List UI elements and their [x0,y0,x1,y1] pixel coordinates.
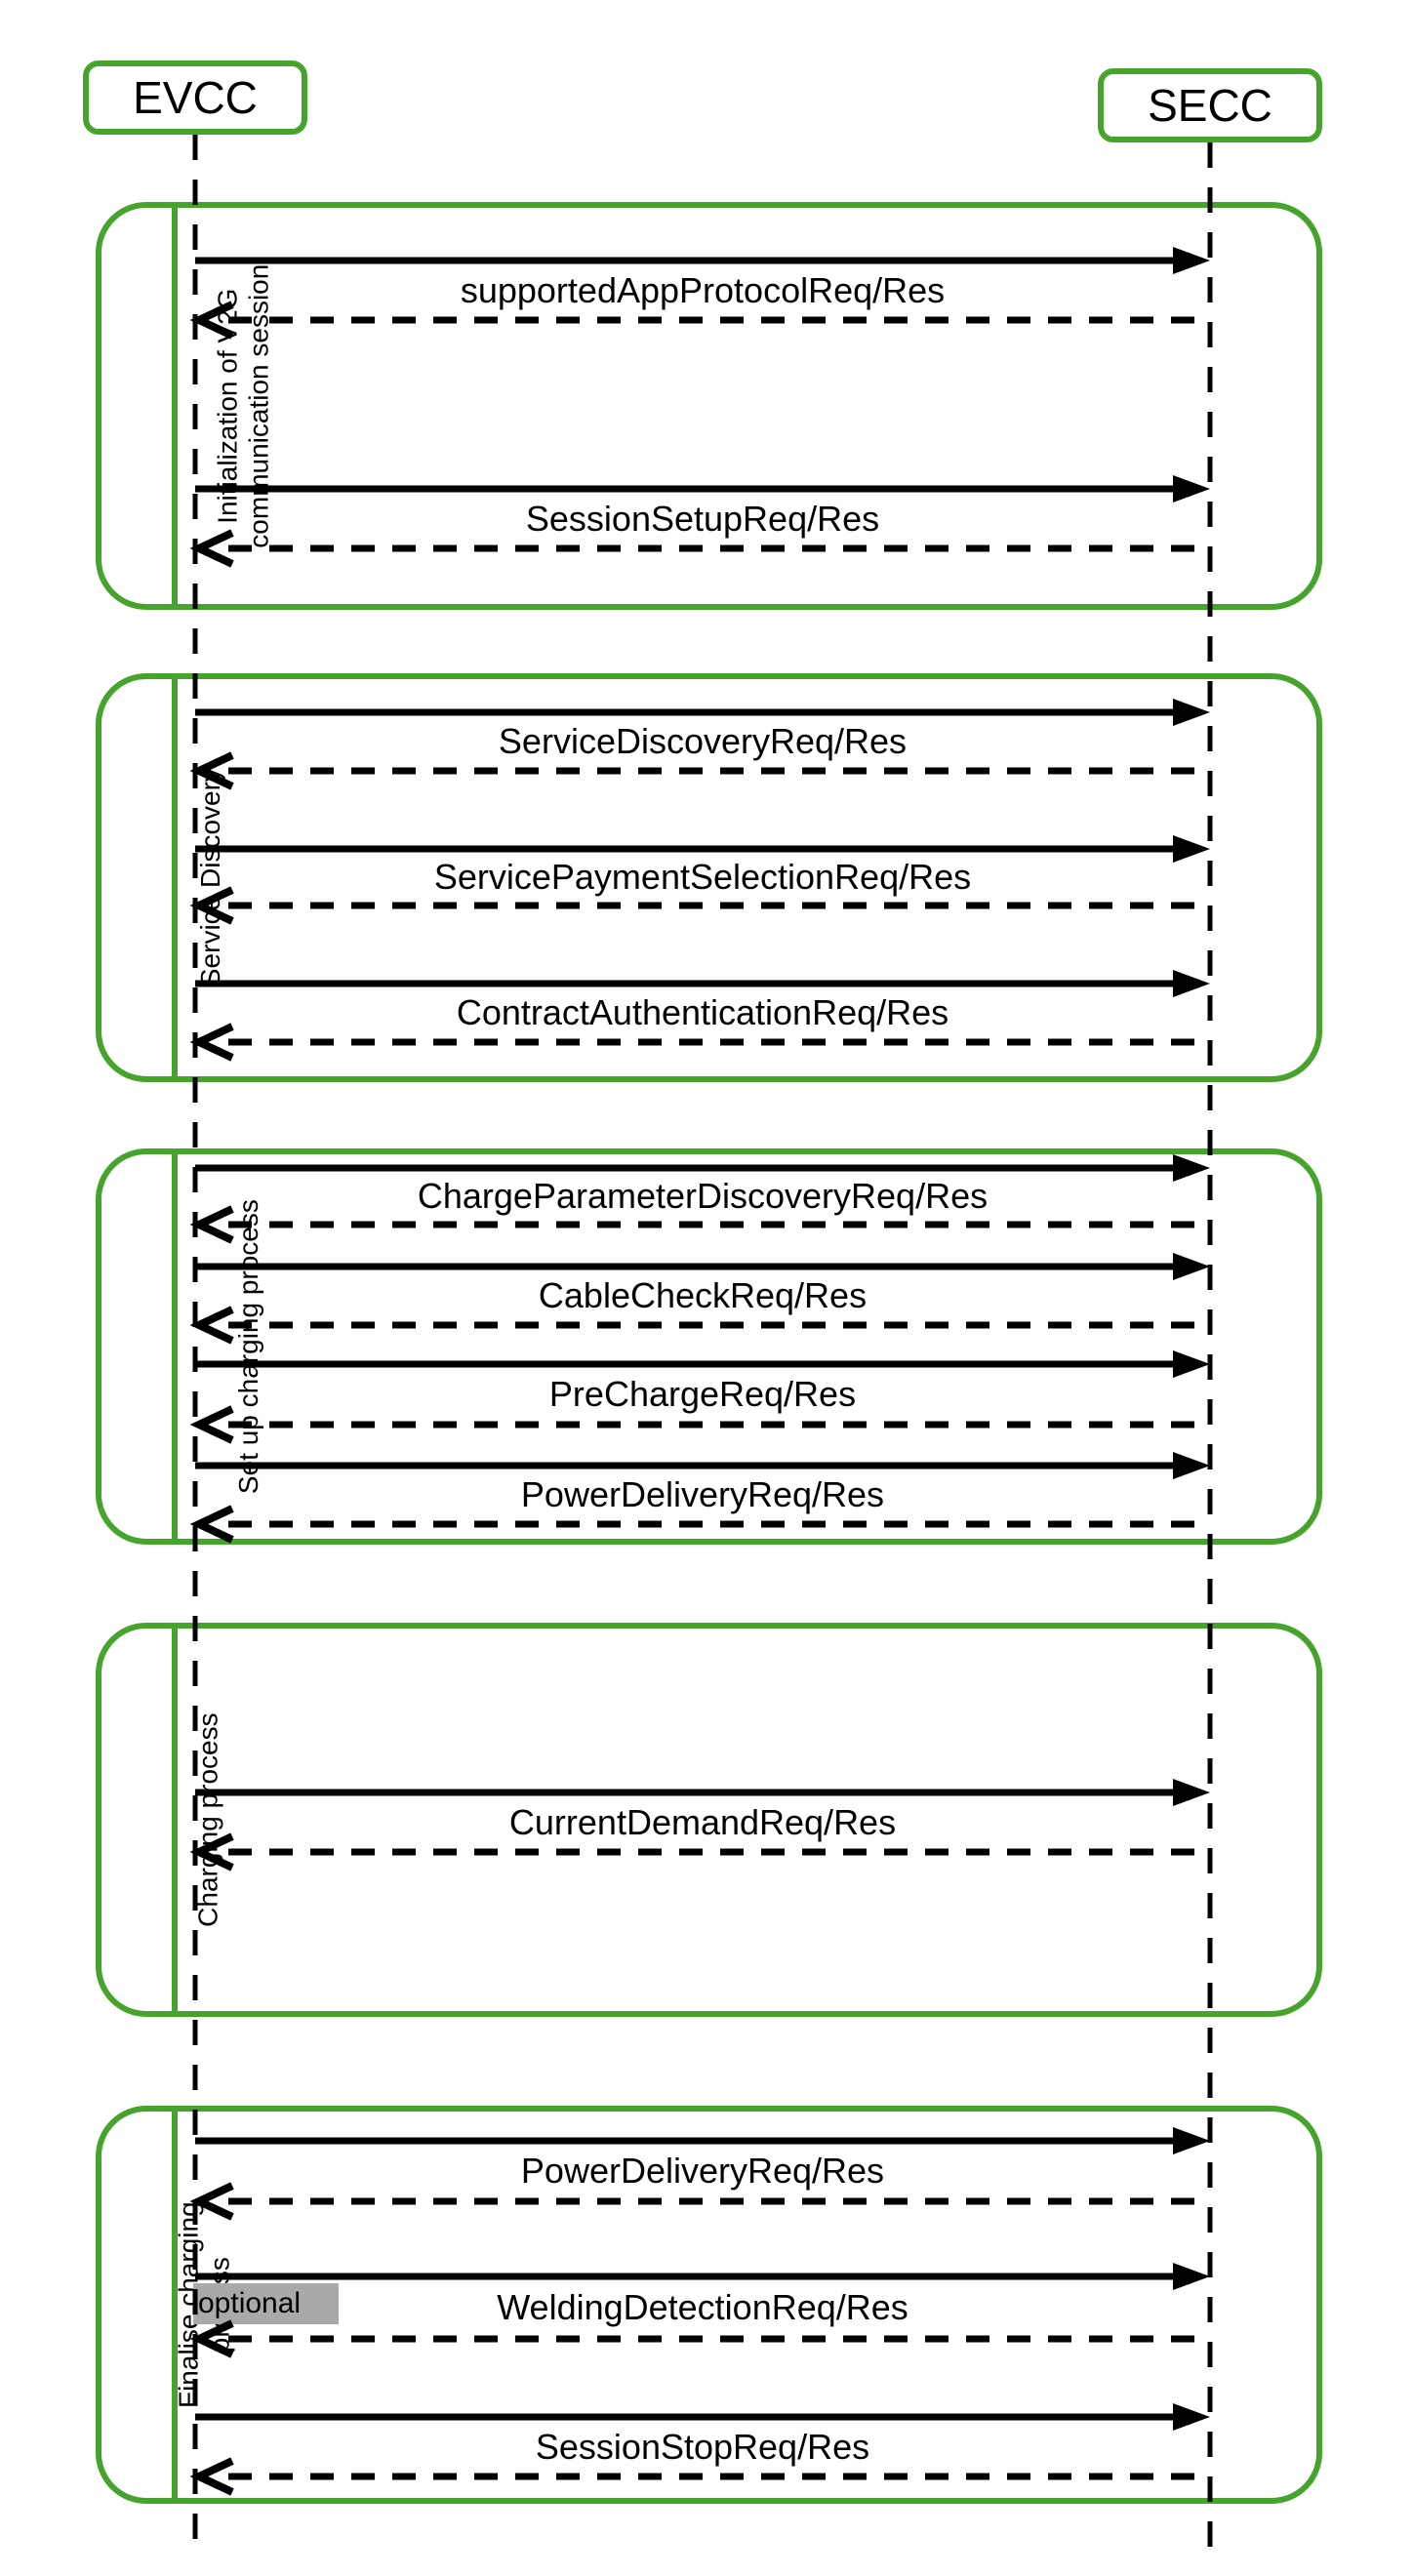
actor-box-secc: SECC [1098,68,1322,142]
section-box-3: Charging process [96,1623,1322,2017]
message-label: PowerDeliveryReq/Res [520,1474,885,1514]
optional-badge: optional [193,2283,339,2324]
section-label-strip: Charging process [101,1629,223,2011]
actor-label-secc: SECC [1148,80,1272,131]
message-label: PreChargeReq/Res [548,1374,857,1414]
section-box-2: Set up charging process [96,1148,1322,1545]
message-label: ServicePaymentSelectionReq/Res [433,857,972,897]
section-box-1: Service Discovery [96,673,1322,1082]
actor-box-evcc: EVCC [83,60,307,135]
section-label-line: Set up charging process [232,1199,263,1494]
message-label: ServiceDiscoveryReq/Res [498,721,908,761]
message-label: SessionStopReq/Res [535,2427,870,2467]
message-label: PowerDeliveryReq/Res [520,2151,885,2191]
section-label-strip: Service Discovery [101,679,225,1076]
message-label: CableCheckReq/Res [538,1275,868,1315]
section-label-strip: Set up charging process [101,1154,263,1539]
actor-label-evcc: EVCC [133,72,258,123]
message-label: WeldingDetectionReq/Res [497,2287,908,2327]
section-label: Set up charging process [233,1199,264,1494]
message-label: SessionSetupReq/Res [525,499,880,539]
message-label: ChargeParameterDiscoveryReq/Res [417,1176,989,1216]
message-label: ContractAuthenticationReq/Res [456,992,949,1032]
message-label: CurrentDemandReq/Res [508,1802,897,1842]
message-label: supportedAppProtocolReq/Res [460,270,946,310]
